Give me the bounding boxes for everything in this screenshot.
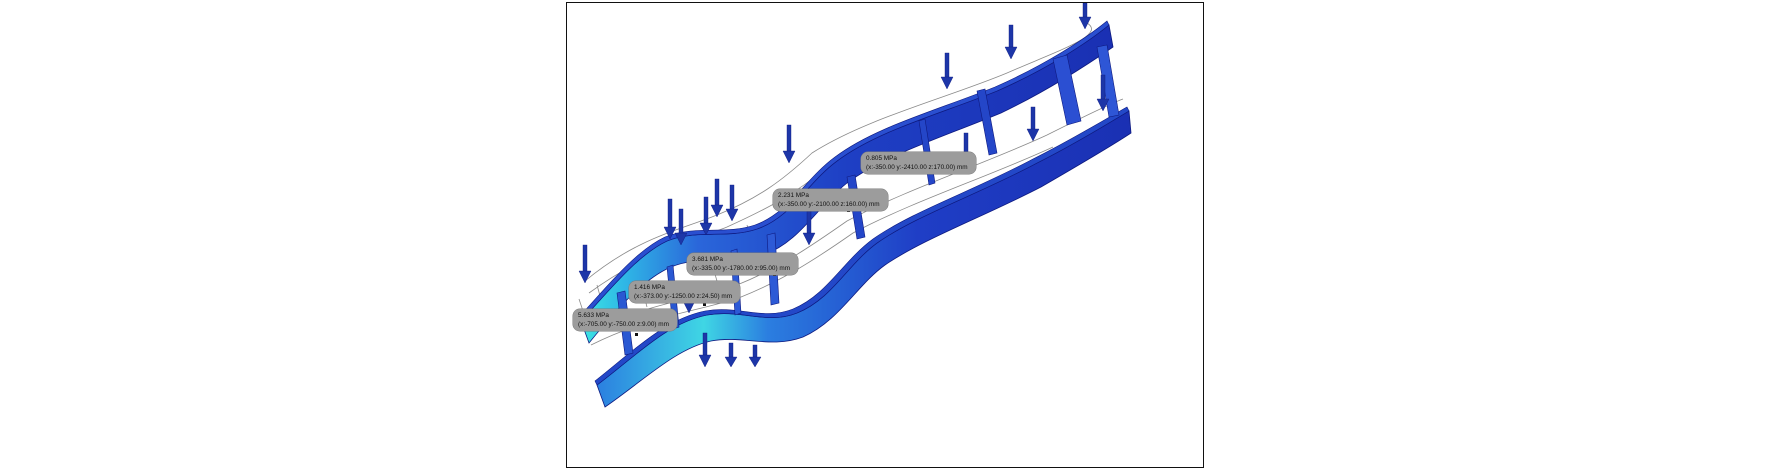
probe-label-2: 2.231 MPa (x:-350.00 y:-2100.00 z:160.00… bbox=[773, 189, 888, 211]
probe-coords: (x:-705.00 y:-750.00 z:9.00) mm bbox=[578, 321, 669, 328]
probe-value: 5.633 MPa bbox=[578, 312, 609, 319]
probe-value: 0.805 MPa bbox=[866, 155, 897, 162]
probe-label-1: 0.805 MPa (x:-350.00 y:-2410.00 z:170.00… bbox=[861, 152, 976, 174]
probe-coords: (x:-350.00 y:-2100.00 z:160.00) mm bbox=[778, 201, 880, 208]
simulation-viewport: 0.805 MPa (x:-350.00 y:-2410.00 z:170.00… bbox=[566, 2, 1204, 468]
probe-coords: (x:-335.00 y:-1780.00 z:95.00) mm bbox=[692, 265, 791, 272]
probe-label-3: 3.681 MPa (x:-335.00 y:-1780.00 z:95.00)… bbox=[687, 253, 799, 275]
probe-label-5: 5.633 MPa (x:-705.00 y:-750.00 z:9.00) m… bbox=[573, 309, 677, 331]
probe-value: 2.231 MPa bbox=[778, 192, 809, 199]
probe-coords: (x:-373.00 y:-1250.00 z:24.50) mm bbox=[634, 293, 733, 300]
probe-label-4: 1.416 MPa (x:-373.00 y:-1250.00 z:24.50)… bbox=[629, 281, 741, 303]
probe-value: 3.681 MPa bbox=[692, 256, 723, 263]
probe-value: 1.416 MPa bbox=[634, 284, 665, 291]
probe-coords: (x:-350.00 y:-2410.00 z:170.00) mm bbox=[866, 164, 968, 171]
chassis-stress-plot bbox=[578, 3, 1132, 408]
